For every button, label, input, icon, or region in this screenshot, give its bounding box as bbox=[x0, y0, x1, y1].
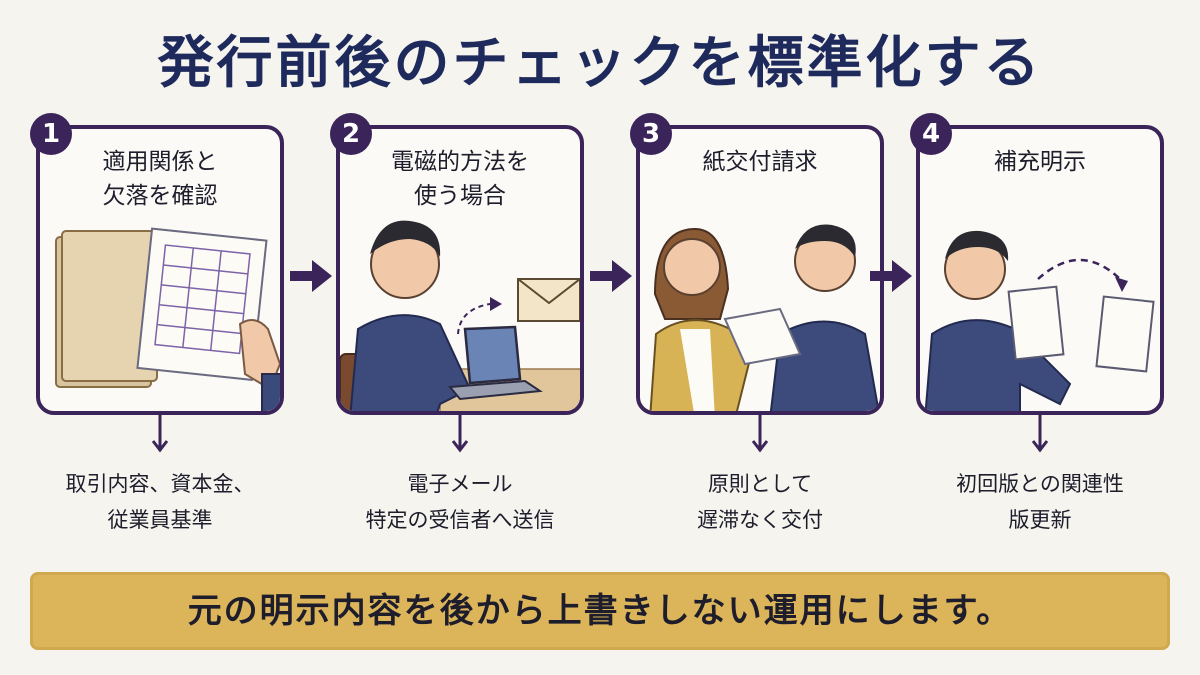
paper-document-icon bbox=[723, 307, 802, 366]
summary-banner-text: 元の明示内容を後から上書きしない運用にします。 bbox=[187, 591, 1013, 631]
step-1-note: 取引内容、資本金、 従業員基準 bbox=[65, 472, 255, 532]
man-icon bbox=[769, 224, 880, 411]
document-update-illustration bbox=[924, 230, 1155, 411]
updated-document-icon bbox=[1095, 295, 1155, 373]
step-4-card: 補充明示 bbox=[916, 125, 1164, 415]
laptop-email-illustration bbox=[340, 220, 580, 411]
step-4-number-badge: 4 bbox=[910, 113, 952, 155]
original-document-icon bbox=[1007, 285, 1065, 361]
envelope-icon bbox=[517, 278, 580, 322]
step-3-title: 紙交付請求 bbox=[702, 149, 818, 175]
arrow-down-icon bbox=[1031, 415, 1049, 453]
arrow-down-icon bbox=[151, 415, 169, 453]
arrow-right-icon bbox=[290, 260, 332, 292]
step-2-card: 電磁的方法を 使う場合 bbox=[336, 125, 584, 415]
update-dashed-arrow bbox=[1037, 258, 1121, 280]
arrow-down-icon bbox=[751, 415, 769, 453]
page-title: 発行前後のチェックを標準化する bbox=[157, 31, 1043, 96]
step-1-title: 適用関係と 欠落を確認 bbox=[102, 149, 218, 209]
hand-icon bbox=[238, 319, 280, 411]
step-3-note: 原則として 遅滞なく交付 bbox=[697, 472, 823, 532]
step-2-note: 電子メール 特定の受信者へ送信 bbox=[365, 472, 555, 532]
documents-illustration bbox=[55, 227, 280, 411]
arrow-down-icon bbox=[451, 415, 469, 453]
arrow-right-icon bbox=[590, 260, 632, 292]
summary-banner: 元の明示内容を後から上書きしない運用にします。 bbox=[30, 572, 1170, 650]
step-1-number-badge: 1 bbox=[30, 113, 72, 155]
paper-handover-illustration bbox=[649, 224, 880, 411]
step-4-title: 補充明示 bbox=[994, 149, 1086, 175]
step-2-number-badge: 2 bbox=[330, 113, 372, 155]
step-3-card: 紙交付請求 bbox=[636, 125, 884, 415]
laptop-icon bbox=[447, 325, 543, 401]
step-2-title: 電磁的方法を 使う場合 bbox=[391, 149, 529, 209]
arrow-right-icon bbox=[870, 260, 912, 292]
step-1-card: 適用関係と 欠落を確認 bbox=[36, 125, 284, 415]
table-sheet-icon bbox=[136, 227, 268, 381]
person-icon bbox=[924, 230, 1072, 411]
woman-icon bbox=[649, 227, 752, 411]
step-4-note: 初回版との関連性 版更新 bbox=[956, 472, 1124, 532]
send-dashed-arrow bbox=[457, 303, 491, 335]
step-3-number-badge: 3 bbox=[630, 113, 672, 155]
